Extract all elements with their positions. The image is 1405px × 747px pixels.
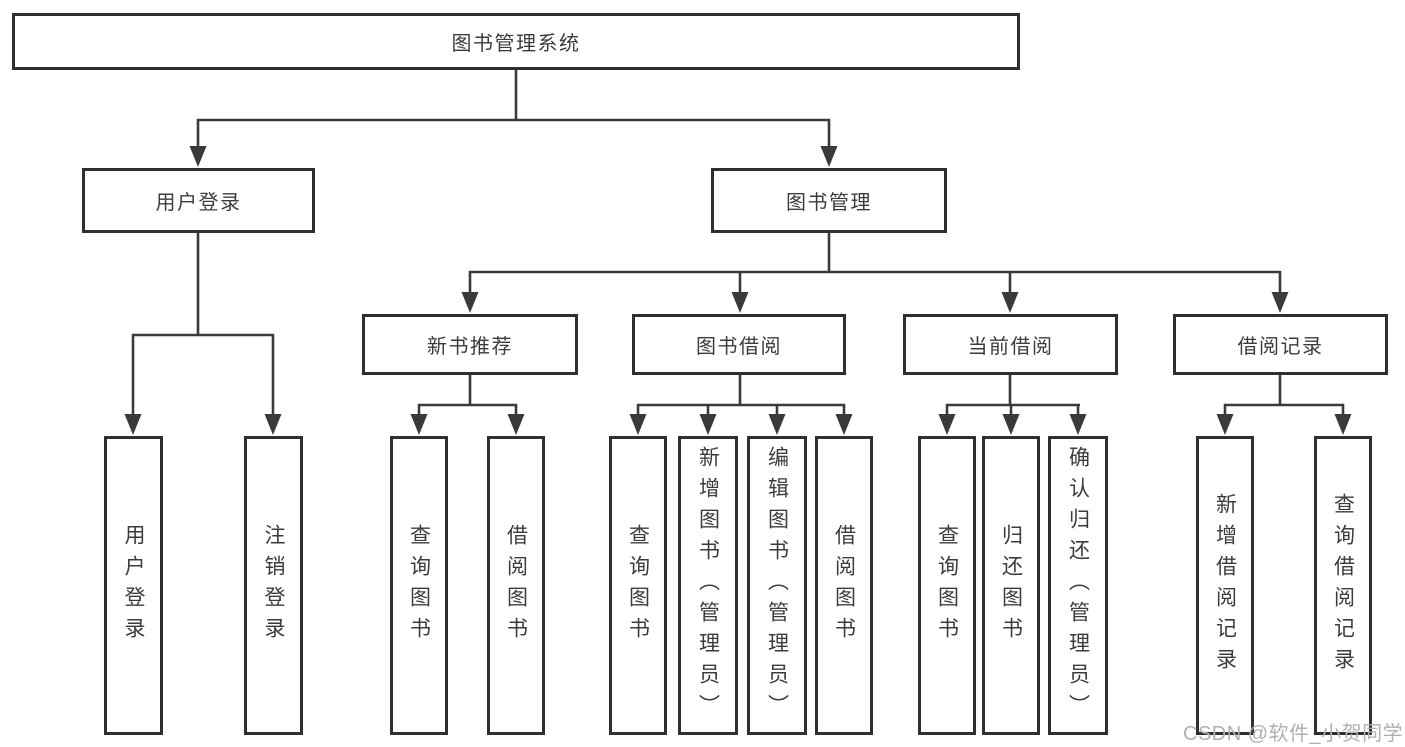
leaf-query-books-current: 查询图书: [918, 436, 976, 735]
connector-current-borrow: [938, 374, 1087, 435]
leaf-query-borrow-record: 查询借阅记录: [1314, 436, 1372, 735]
node-new-book-recommend: 新书推荐: [362, 314, 578, 375]
leaf-return-books: 归还图书: [982, 436, 1040, 735]
node-current-borrow: 当前借阅: [903, 314, 1118, 375]
node-root: 图书管理系统: [12, 13, 1020, 70]
connector-book-management: [461, 232, 1289, 313]
connector-borrow-records: [1216, 374, 1352, 435]
leaf-borrow-books-recommend: 借阅图书: [487, 436, 545, 735]
leaf-user-login: 用户登录: [104, 436, 163, 735]
leaf-logout: 注销登录: [244, 436, 303, 735]
connector-user-login: [124, 232, 282, 435]
node-user-login: 用户登录: [82, 168, 315, 233]
leaf-query-books-recommend: 查询图书: [390, 436, 448, 735]
leaf-confirm-return-admin: 确认归还（管理员）: [1048, 436, 1108, 735]
connector-book-borrow: [629, 374, 853, 435]
leaf-borrow-books: 借阅图书: [815, 436, 873, 735]
leaf-add-book-admin: 新增图书（管理员）: [678, 436, 738, 735]
leaf-edit-book-admin: 编辑图书（管理员）: [747, 436, 807, 735]
node-borrow-records: 借阅记录: [1173, 314, 1388, 375]
leaf-query-books-borrow: 查询图书: [609, 436, 667, 735]
node-book-borrow: 图书借阅: [632, 314, 846, 375]
csdn-watermark: CSDN @软件_小贺同学: [1183, 723, 1404, 745]
connector-root: [189, 69, 838, 167]
leaf-add-borrow-record: 新增借阅记录: [1196, 436, 1254, 735]
connector-new-book-recommend: [410, 374, 525, 435]
node-book-management: 图书管理: [711, 168, 947, 233]
